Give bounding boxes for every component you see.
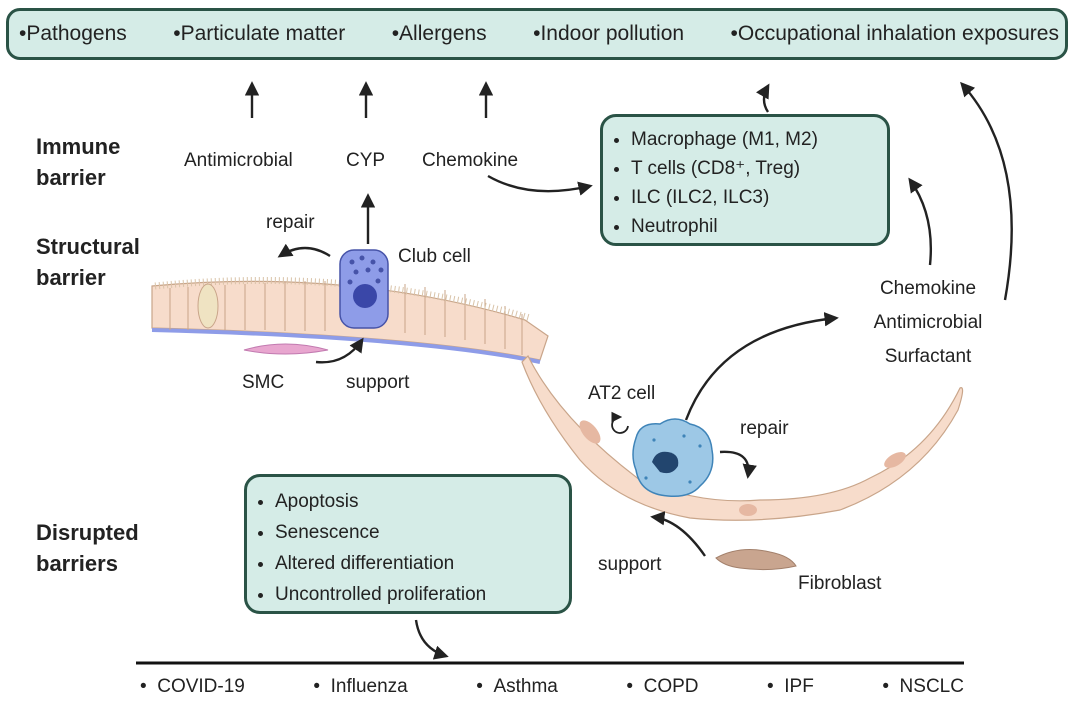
disease-ipf: • IPF: [767, 676, 814, 697]
arrow-immune-cells-up: [756, 83, 770, 113]
disease-copd: • COPD: [626, 676, 699, 697]
arrow-fibroblast-support: [650, 511, 706, 557]
arrow-chemokine-to-box-right: [908, 177, 932, 266]
arrow-chemokine-to-box: [487, 174, 593, 196]
arrow-at2-to-chemokine: [684, 312, 839, 421]
disruption-apoptosis: Apoptosis: [275, 486, 569, 517]
at2-self-renew-icon: [611, 411, 629, 434]
immune-cell-ilc: ILC (ILC2, ILC3): [631, 183, 887, 212]
exposure-particulate-matter: •Particulate matter: [173, 22, 346, 45]
at2-output-antimicrobial: Antimicrobial: [873, 312, 983, 333]
exposures-bar: •Pathogens •Particulate matter •Allergen…: [6, 8, 1068, 60]
label-fibroblast: Fibroblast: [798, 573, 882, 594]
immune-cell-neutrophil: Neutrophil: [631, 212, 887, 241]
exposure-allergens: •Allergens: [391, 22, 487, 45]
disease-asthma: • Asthma: [476, 676, 558, 697]
arrow-smc-support: [315, 337, 364, 364]
at2-output-chemokine: Chemokine: [879, 278, 977, 299]
immune-output-cyp: CYP: [346, 150, 386, 171]
arrow-repair-top: [277, 243, 331, 258]
club-cell: [339, 249, 389, 329]
exposure-pathogens: •Pathogens: [19, 22, 127, 45]
disease-covid19: • COVID-19: [140, 676, 245, 697]
disruption-altered-differentiation: Altered differentiation: [275, 548, 569, 579]
exposure-indoor-pollution: •Indoor pollution: [533, 22, 685, 45]
at2-outputs: Chemokine Antimicrobial Surfactant: [858, 272, 998, 374]
fibroblast-cell: [715, 549, 797, 571]
immune-output-antimicrobial: Antimicrobial: [184, 150, 293, 171]
disease-list: • COVID-19 • Influenza • Asthma • COPD •…: [140, 676, 964, 698]
at2-output-surfactant: Surfactant: [884, 346, 972, 367]
label-club-cell: Club cell: [398, 246, 471, 267]
immune-output-chemokine: Chemokine: [422, 150, 519, 171]
arrow-at2-repair: [719, 450, 757, 479]
at2-cell: [632, 418, 714, 498]
smc-cell: [243, 343, 329, 355]
label-support-fibroblast: support: [598, 554, 662, 575]
disease-nsclc: • NSCLC: [882, 676, 964, 697]
label-smc: SMC: [242, 372, 285, 393]
immune-cell-macrophage: Macrophage (M1, M2): [631, 125, 887, 154]
label-support-smc: support: [346, 372, 410, 393]
exposure-occupational: •Occupational inhalation exposures: [730, 22, 1059, 45]
immune-cells-box: Macrophage (M1, M2) T cells (CD8⁺, Treg)…: [600, 114, 890, 246]
label-repair-at2: repair: [740, 418, 789, 439]
disruption-senescence: Senescence: [275, 517, 569, 548]
arrow-right-to-top: [960, 81, 1013, 301]
disruption-box: Apoptosis Senescence Altered differentia…: [244, 474, 572, 614]
disruption-uncontrolled-proliferation: Uncontrolled proliferation: [275, 579, 569, 610]
immune-cell-t-cells: T cells (CD8⁺, Treg): [631, 154, 887, 183]
label-at2-cell: AT2 cell: [588, 383, 656, 404]
label-repair-top: repair: [266, 212, 315, 233]
arrow-disruption-to-disease: [414, 619, 449, 660]
disease-influenza: • Influenza: [313, 676, 408, 697]
